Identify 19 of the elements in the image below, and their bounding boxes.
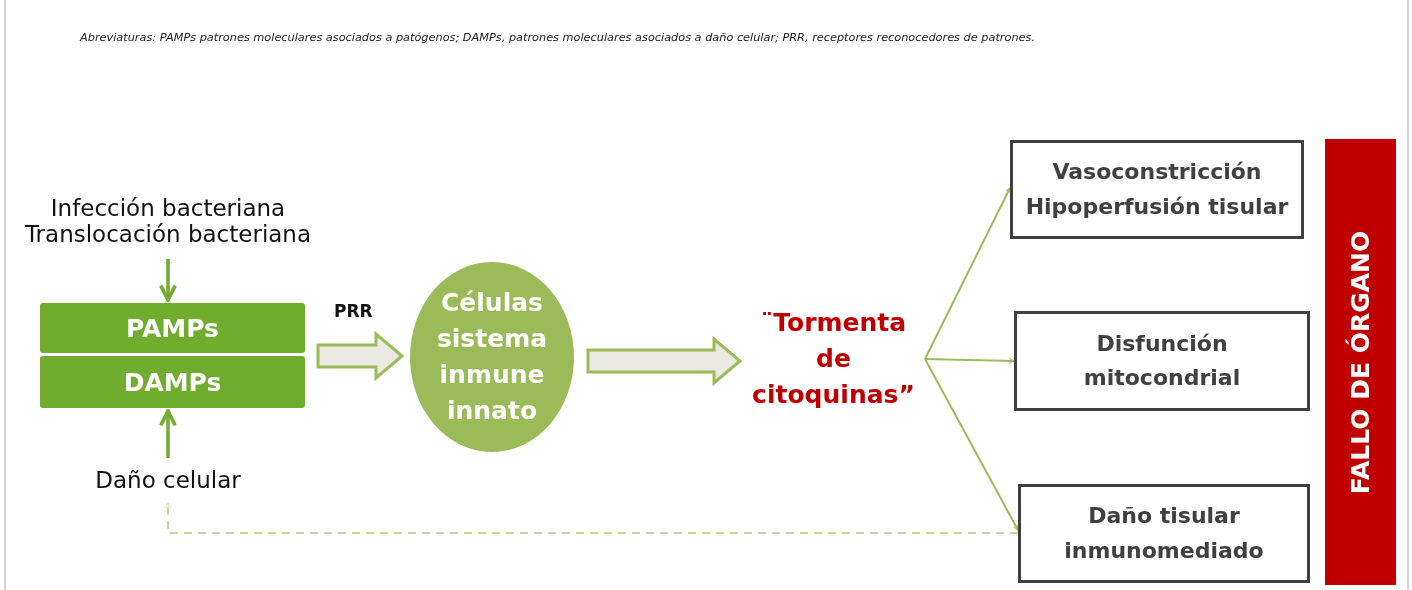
block-arrow: [586, 335, 743, 387]
cause-label: Translocación bacteriana: [24, 221, 312, 247]
effect-box: Vasoconstricción Hipoperfusión tisular: [1010, 140, 1304, 239]
arrow: [159, 259, 177, 302]
arrow: [159, 409, 177, 458]
arrow: [924, 358, 1019, 531]
organ-failure-band: FALLO DE ÓRGANO: [1325, 139, 1396, 585]
arrow: [924, 187, 1011, 360]
effect-box: Daño tisular inmunomediado: [1018, 484, 1310, 583]
cell-damage-text: Daño celular: [60, 460, 276, 500]
effect-box: Disfunción mitocondrial: [1014, 311, 1310, 411]
block-arrow: [316, 330, 405, 382]
cause-label: Infección bacteriana: [50, 195, 286, 221]
pamps-box: PAMPs: [40, 303, 305, 353]
damps-box: DAMPs: [40, 356, 305, 408]
arrow: [924, 358, 1015, 364]
abbreviations-note: Abreviaturas: PAMPs patrones moleculares asociados a patógenos; DAMPs, patrones moleculares asociados a daño celular; PRR, receptores reconocedores de patrones.: [80, 31, 1036, 44]
cytokine-storm-text: ¨Tormenta de citoquinas”: [742, 300, 925, 418]
immune-cells-ellipse: Células sistema inmune innato: [410, 262, 574, 452]
